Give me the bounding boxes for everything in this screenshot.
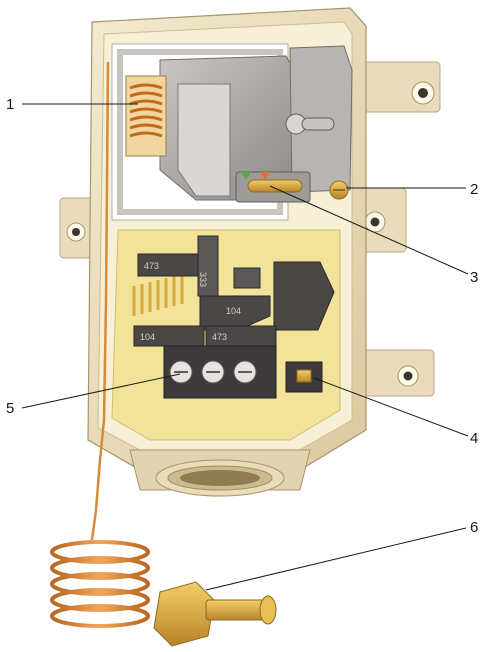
callout-4: 4	[470, 430, 478, 447]
setpoint-indicators	[241, 172, 270, 180]
mark-473-lower: 473	[212, 332, 227, 342]
callout-6: 6	[470, 519, 478, 536]
cable-gland	[129, 449, 311, 497]
spring-stack	[132, 274, 184, 316]
earth-terminal	[285, 361, 323, 393]
callout-3: 3	[470, 269, 478, 286]
component-blocks: 473 333 104 104 473	[133, 235, 335, 347]
callout-2: 2	[470, 181, 478, 198]
indicator-green-triangle	[241, 172, 251, 180]
mark-473-top: 473	[144, 261, 159, 271]
terminal-block	[163, 345, 277, 399]
capillary-tube	[50, 61, 150, 628]
mark-104-left: 104	[140, 332, 155, 342]
leader-lines	[21, 103, 469, 591]
mark-104-right: 104	[226, 306, 241, 316]
terminal-screws	[169, 360, 257, 384]
indicator-orange-triangle	[260, 172, 270, 180]
callout-1: 1	[6, 96, 14, 113]
bellows-coil	[125, 75, 167, 157]
mark-333: 333	[198, 272, 208, 287]
adjustment-screw	[329, 180, 349, 200]
brass-fitting	[153, 581, 277, 647]
mounting-lugs-right	[355, 61, 441, 397]
callouts: 1 2 3 4 5 6	[6, 96, 478, 536]
callout-5: 5	[6, 400, 14, 417]
